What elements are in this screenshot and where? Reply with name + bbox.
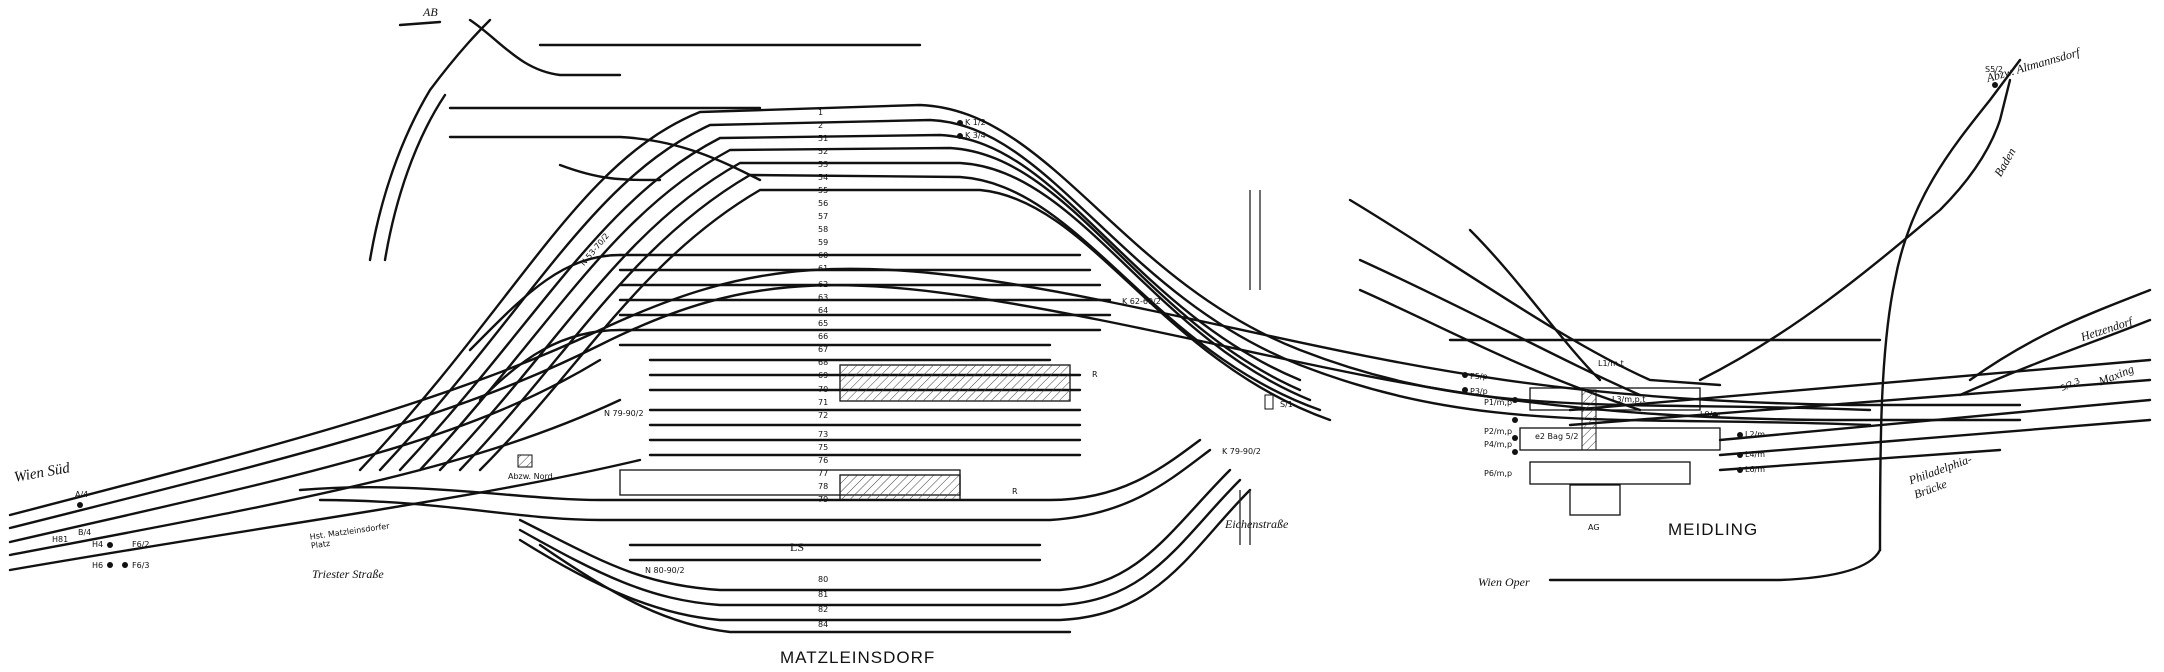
place-ls: LS (790, 540, 805, 554)
place-r2: R (1012, 487, 1018, 496)
signal-p3: P3/p (1470, 387, 1488, 396)
track-number: 56 (818, 199, 829, 208)
track-number: 82 (818, 605, 829, 614)
signal-a: A/4 (75, 490, 89, 499)
structures (517, 190, 1721, 545)
track-number: 58 (818, 225, 829, 234)
track-number: 76 (818, 456, 829, 465)
yard-tracks (468, 253, 1112, 457)
signal-l1: L1/m,t (1598, 359, 1624, 368)
signal-h4: H4 (92, 540, 104, 549)
signal-l2: L2/m (1745, 430, 1766, 439)
track-number: 71 (818, 398, 829, 407)
signal-p6: P6/m,p (1484, 469, 1513, 478)
track-number: 52 (818, 147, 829, 156)
street-triester: Triester Straße (312, 567, 384, 581)
signal-f6b: F6/2 (132, 540, 150, 549)
track-number: 2 (818, 121, 824, 130)
signal-p4: P4/m,p (1484, 440, 1513, 449)
track-number: 78 (818, 482, 829, 491)
signal-bag: e2 Bag 5/2 (1535, 432, 1579, 441)
signal-b: B/4 (78, 528, 92, 537)
track-number: 51 (818, 134, 829, 143)
track-number: 70 (818, 385, 829, 394)
signal-l3: L3/m,p,t (1612, 395, 1646, 404)
street-eichen: Eichenstraße (1225, 517, 1289, 531)
track-number: 75 (818, 443, 829, 452)
track-number: 54 (818, 173, 829, 182)
signal-h81: H81 (52, 535, 69, 544)
track-number: 55 (818, 186, 829, 195)
signal-p5: P5/p (1470, 372, 1488, 381)
track-number: 59 (818, 238, 829, 247)
signal-l9: L9/m (1700, 410, 1721, 419)
track-number: 73 (818, 430, 829, 439)
place-r1: R (1092, 370, 1098, 379)
meidling-tracks (1348, 58, 2152, 582)
direction-wien-oper: Wien Oper (1478, 575, 1530, 589)
signal-l4: L4/m (1745, 450, 1766, 459)
track-number: 64 (818, 306, 829, 315)
track-number: 81 (818, 590, 829, 599)
station-meidling: MEIDLING (1668, 520, 1759, 539)
signal-k12: K 1/2 (965, 118, 986, 127)
track-number: 62 (818, 280, 829, 289)
signal-h6: H6 (92, 561, 104, 570)
signal-markers (77, 82, 1998, 568)
signal-n79: N 79-90/2 (604, 409, 644, 418)
track-number: 80 (818, 575, 829, 584)
signal-k34: K 3/4 (965, 131, 986, 140)
track-number: 65 (818, 319, 829, 328)
track-number: 67 (818, 345, 829, 354)
track-number: 61 (818, 264, 829, 273)
track-number: 63 (818, 293, 829, 302)
signal-n80: N 80-90/2 (645, 566, 685, 575)
signal-s5: S5/2 (1985, 65, 2003, 74)
ab-branch (368, 18, 922, 262)
signal-p1: P1/m,p (1484, 398, 1513, 407)
track-number: 77 (818, 469, 829, 478)
track-number: 72 (818, 411, 829, 420)
track-number: 79 (818, 495, 829, 504)
place-abzw-nord: Abzw. Nord (508, 472, 553, 481)
signal-k79: K 79-90/2 (1222, 447, 1261, 456)
track-number: 57 (818, 212, 829, 221)
signal-p2: P2/m,p (1484, 427, 1513, 436)
track-number: 1 (818, 108, 824, 117)
place-ag: AG (1588, 523, 1600, 532)
track-number: 53 (818, 160, 829, 169)
track-number: 68 (818, 358, 829, 367)
track-number: 66 (818, 332, 829, 341)
signal-l6: L6/m (1745, 465, 1766, 474)
signal-s1: S/1 (1280, 400, 1293, 409)
station-matzleinsdorf: MATZLEINSDORF (780, 648, 936, 667)
track-number: 69 (818, 371, 829, 380)
signal-k62: K 62-69/2 (1122, 297, 1161, 306)
direction-ab: AB (423, 5, 438, 19)
track-number: 60 (818, 251, 829, 260)
track-number: 84 (818, 620, 829, 629)
signal-f6: F6/3 (132, 561, 150, 570)
upper-arc-tracks (358, 103, 1872, 472)
lower-tracks (298, 438, 1252, 634)
